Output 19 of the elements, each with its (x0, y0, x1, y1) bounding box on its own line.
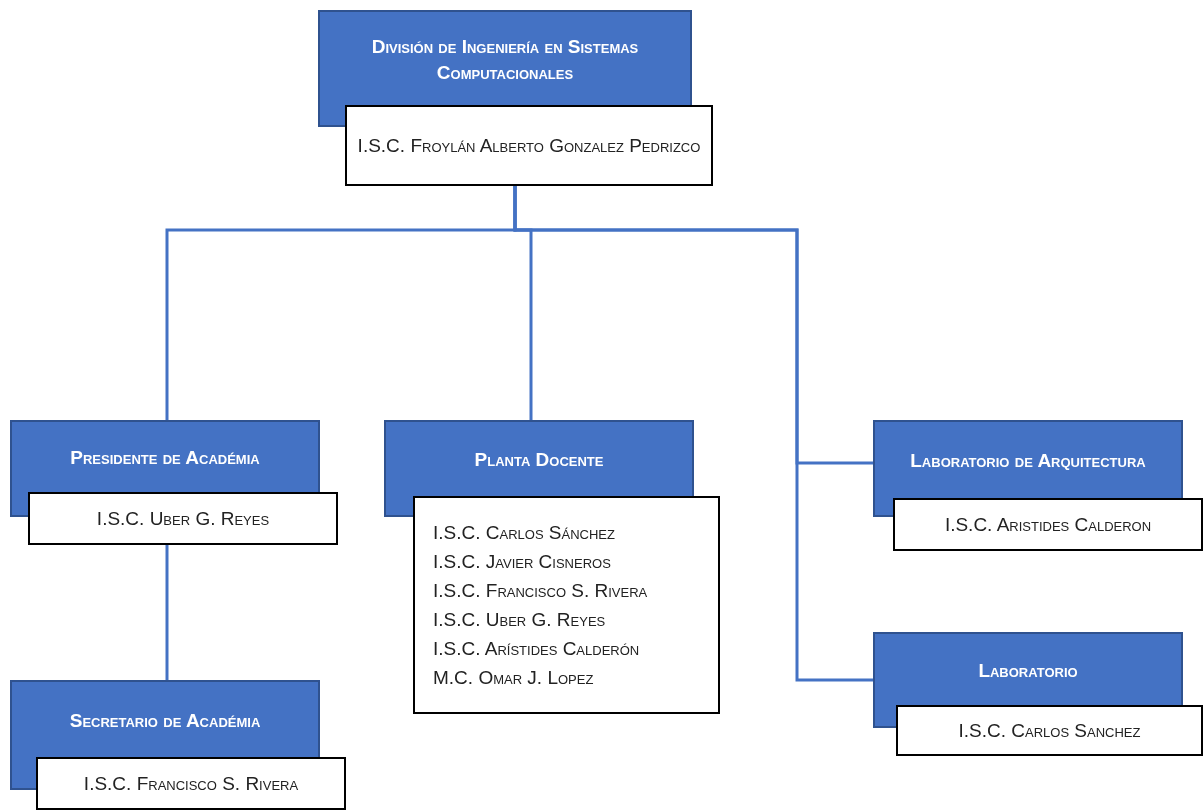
person-name: I.S.C. Javier Cisneros (433, 550, 611, 574)
person-name: I.S.C. Arístides Calderón (433, 637, 640, 661)
person-name: I.S.C. Froylán Alberto Gonzalez Pedrizco (357, 134, 701, 158)
person-name: I.S.C. Francisco S. Rivera (83, 772, 299, 796)
person-name: M.C. Omar J. Lopez (433, 666, 594, 690)
unit-title: Planta Docente (474, 448, 604, 472)
unit-title: Secretario de Académia (69, 708, 261, 733)
unit-title: División de Ingeniería en Sistemas Computacionales (370, 34, 640, 85)
unit-title: Laboratorio (978, 658, 1078, 683)
person-name: I.S.C. Aristides Calderon (944, 513, 1152, 537)
unit-title: Laboratorio de Arquitectura (910, 449, 1146, 473)
person-name: I.S.C. Francisco S. Rivera (433, 579, 648, 603)
connector-line (165, 545, 169, 680)
person-name: I.S.C. Uber G. Reyes (96, 507, 270, 531)
unit-title: Presidente de Académia (70, 446, 260, 470)
person-name: I.S.C. Carlos Sánchez (433, 521, 615, 545)
person-name: I.S.C. Uber G. Reyes (433, 608, 606, 632)
person-name: I.S.C. Carlos Sanchez (958, 719, 1141, 743)
connector-line (513, 186, 873, 682)
